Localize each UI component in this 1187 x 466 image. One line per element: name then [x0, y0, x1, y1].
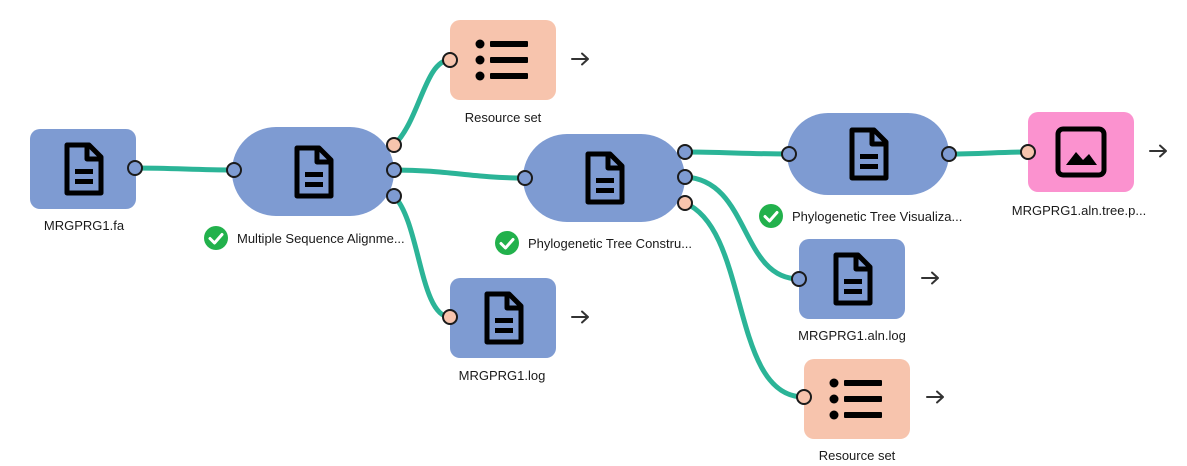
edge-viz-to-image	[946, 149, 1031, 157]
tree-construction-task-node[interactable]	[523, 134, 685, 222]
msa-task-node[interactable]	[232, 127, 394, 216]
arrow-right-icon[interactable]	[570, 52, 592, 66]
output-port-alignment[interactable]	[386, 162, 402, 178]
node-label: MRGPRG1.log	[458, 368, 546, 383]
list-icon	[475, 39, 528, 81]
node-label: MRGPRG1.aln.tree.p...	[1011, 203, 1147, 218]
edge-msa-to-log	[391, 193, 453, 320]
log-file-node[interactable]	[450, 278, 556, 358]
list-icon	[829, 378, 882, 420]
success-check-icon	[759, 204, 783, 228]
output-port[interactable]	[127, 160, 143, 176]
input-port[interactable]	[791, 271, 807, 287]
input-file-node[interactable]	[30, 129, 136, 209]
aln-log-file-node[interactable]	[799, 239, 905, 319]
input-port[interactable]	[442, 309, 458, 325]
input-port[interactable]	[226, 162, 242, 178]
document-icon	[585, 151, 625, 205]
document-icon	[484, 291, 524, 345]
node-label: Phylogenetic Tree Visualiza...	[792, 209, 963, 224]
edge-fa-to-msa	[132, 165, 237, 173]
edge-msa-to-tree	[391, 167, 528, 181]
input-port[interactable]	[442, 52, 458, 68]
node-label: MRGPRG1.aln.log	[798, 328, 906, 343]
input-port[interactable]	[1020, 144, 1036, 160]
input-port[interactable]	[517, 170, 533, 186]
document-icon	[833, 252, 873, 306]
output-port-tree[interactable]	[677, 144, 693, 160]
output-port-resource[interactable]	[677, 195, 693, 211]
resource-set-node[interactable]	[804, 359, 910, 439]
edge-msa-to-resource-top	[391, 57, 453, 148]
tree-visualization-task-node[interactable]	[787, 113, 949, 195]
tree-image-node[interactable]	[1028, 112, 1134, 192]
node-label: Resource set	[818, 448, 896, 463]
success-check-icon	[204, 226, 228, 250]
node-label: MRGPRG1.fa	[43, 218, 125, 233]
output-port-image[interactable]	[941, 146, 957, 162]
resource-set-node[interactable]	[450, 20, 556, 100]
edge-tree-to-resource-bottom	[682, 200, 807, 400]
node-label: Phylogenetic Tree Constru...	[528, 236, 693, 251]
success-check-icon	[495, 231, 519, 255]
node-label: Multiple Sequence Alignme...	[237, 231, 405, 246]
output-port-resource[interactable]	[386, 137, 402, 153]
document-icon	[64, 142, 104, 196]
arrow-right-icon[interactable]	[570, 310, 592, 324]
image-icon	[1055, 126, 1107, 178]
edge-tree-to-viz	[682, 149, 792, 157]
input-port[interactable]	[781, 146, 797, 162]
arrow-right-icon[interactable]	[920, 271, 942, 285]
document-icon	[849, 127, 889, 181]
arrow-right-icon[interactable]	[1148, 144, 1170, 158]
document-icon	[294, 145, 334, 198]
edge-tree-to-alnlog	[682, 174, 802, 282]
arrow-right-icon[interactable]	[925, 390, 947, 404]
input-port[interactable]	[796, 389, 812, 405]
node-label: Resource set	[464, 110, 542, 125]
output-port-log[interactable]	[677, 169, 693, 185]
output-port-log[interactable]	[386, 188, 402, 204]
